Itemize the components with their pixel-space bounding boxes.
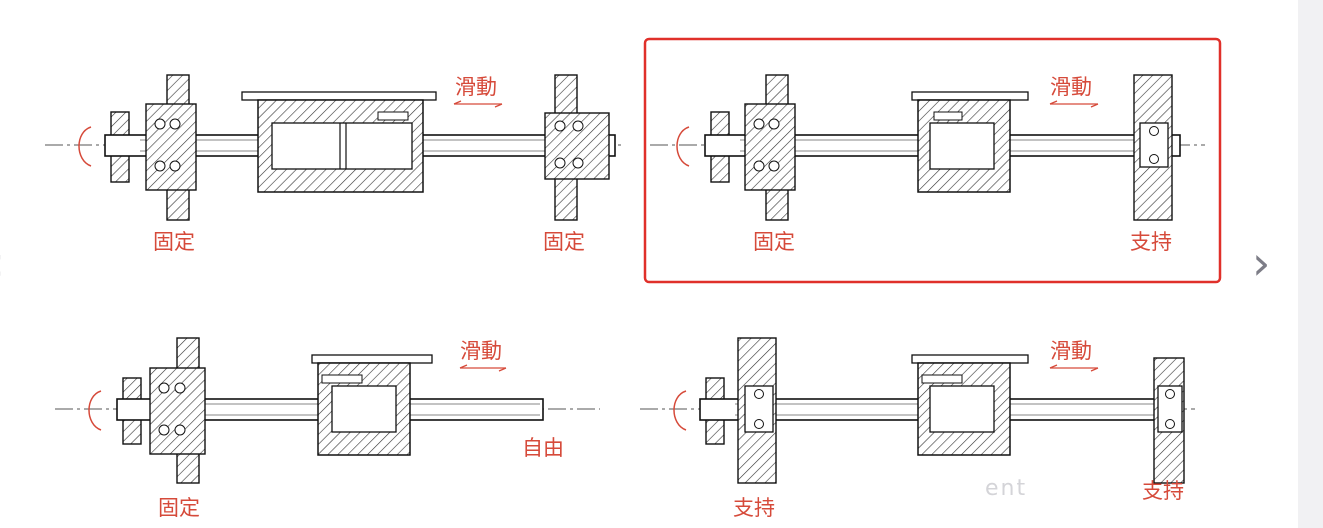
rotation-icon — [88, 390, 102, 431]
watermark: ent — [985, 476, 1028, 501]
panel-fixed-free: 滑動 固定 自由 — [55, 337, 600, 520]
selection-highlight — [643, 37, 1222, 284]
right-support-label: 支持 — [1130, 230, 1172, 254]
right-support-label: 固定 — [543, 230, 585, 254]
panel-fixed-supported[interactable]: 滑動 固定 支持 — [643, 37, 1222, 284]
slide-label: 滑動 — [1050, 75, 1092, 99]
panel-supported-supported: 滑動 支持 支持 — [640, 337, 1195, 520]
left-support-label: 支持 — [733, 496, 775, 520]
left-bearing — [145, 103, 197, 191]
left-support-label: 固定 — [753, 230, 795, 254]
left-support-label: 固定 — [158, 496, 200, 520]
chevron-right-icon[interactable]: › — [1252, 236, 1271, 290]
slide-label: 滑動 — [460, 339, 502, 363]
slide-label: 滑動 — [1050, 339, 1092, 363]
right-scroll-rail — [1298, 0, 1323, 528]
left-support-label: 固定 — [153, 230, 195, 254]
rotation-icon — [673, 390, 687, 431]
rotation-icon — [676, 126, 690, 167]
slide-label: 滑動 — [455, 75, 497, 99]
right-support-label: 支持 — [1142, 479, 1184, 503]
right-support-label: 自由 — [522, 436, 564, 460]
rotation-icon — [78, 126, 92, 167]
panel-fixed-fixed: 滑動 固定 固定 — [45, 74, 625, 254]
chevron-left-icon[interactable]: ‹ — [0, 240, 4, 286]
